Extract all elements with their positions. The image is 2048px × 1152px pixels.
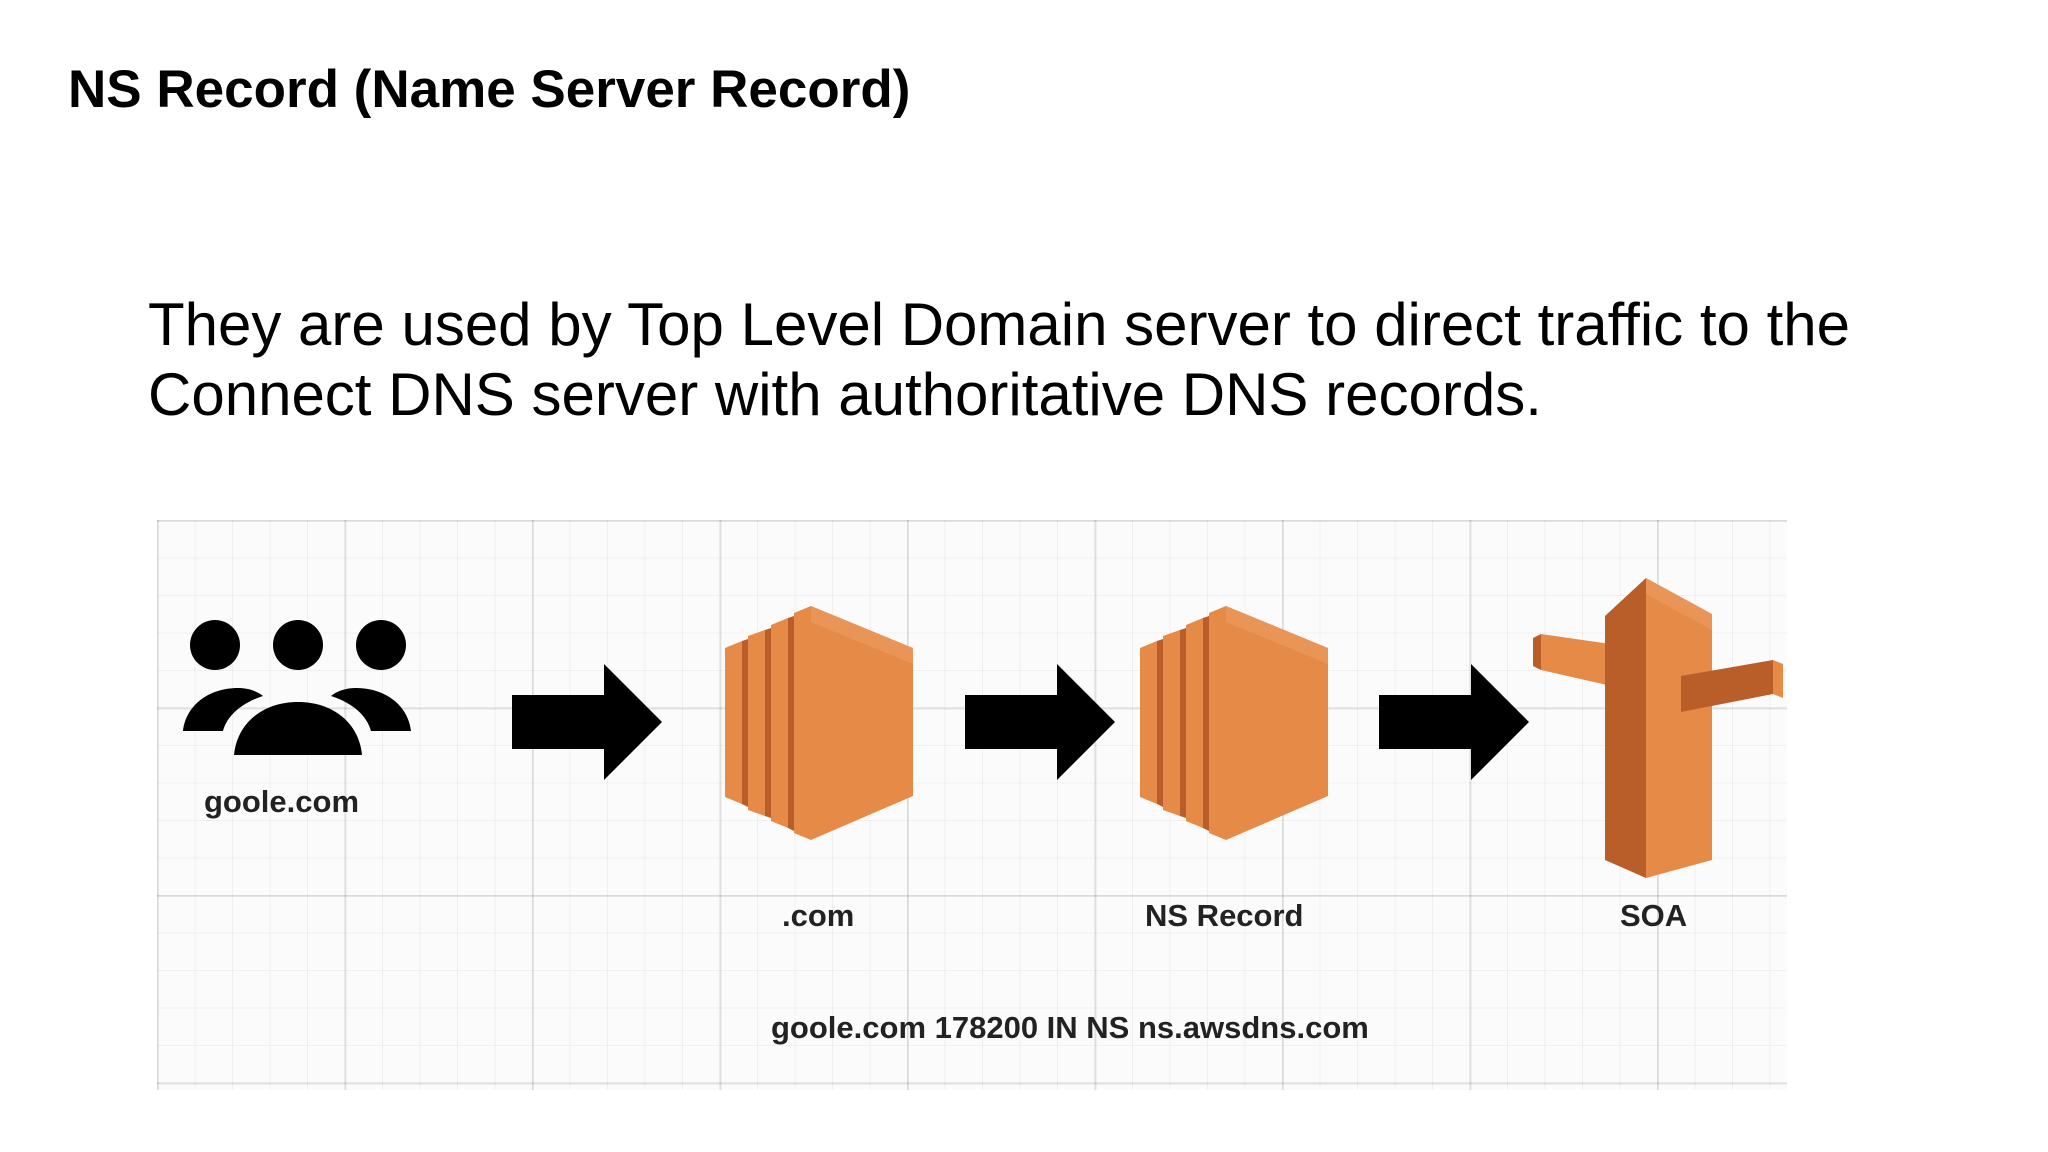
arrow-icon bbox=[512, 664, 662, 780]
node-label-soa: SOA bbox=[1620, 898, 1688, 933]
ns-record-text: goole.com 178200 IN NS ns.awsdns.com bbox=[771, 1010, 1369, 1045]
slide-body-line-2: Connect DNS server with authoritative DN… bbox=[148, 361, 1542, 428]
slide-title: NS Record (Name Server Record) bbox=[68, 60, 911, 119]
arrow-icon bbox=[965, 664, 1115, 780]
node-label-ns: NS Record bbox=[1145, 898, 1304, 933]
slide-body-line-1: They are used by Top Level Domain server… bbox=[148, 291, 1850, 358]
route53-signpost-icon bbox=[1533, 578, 1788, 878]
diagram-panel: goole.com .com bbox=[157, 520, 1787, 1090]
slide-body: They are used by Top Level Domain server… bbox=[148, 290, 1948, 430]
arrow-icon bbox=[1379, 664, 1529, 780]
users-icon bbox=[183, 620, 411, 755]
node-label-tld: .com bbox=[782, 898, 855, 933]
server-stack-icon bbox=[1140, 606, 1328, 840]
node-label-users: goole.com bbox=[204, 784, 360, 819]
server-stack-icon bbox=[725, 606, 913, 840]
